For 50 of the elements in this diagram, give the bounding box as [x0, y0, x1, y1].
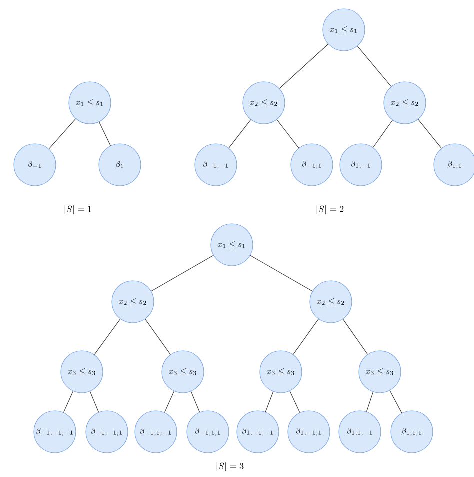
tree-node: $\beta_{-1,1,-1}$ [134, 410, 178, 454]
tree-node: $x_1 \leq s_1$ [322, 8, 366, 52]
connector-line [190, 391, 200, 413]
connector-line [98, 122, 112, 146]
connector-line [151, 255, 214, 292]
tree-node: $\beta_{1}$ [98, 144, 142, 186]
tree-node: $x_3 \leq s_3$ [260, 350, 302, 394]
connector-line [145, 319, 171, 355]
tree-node: $\beta_{-1}$ [14, 144, 56, 186]
tree-node: $\beta_{-1,1,1}$ [186, 410, 230, 454]
tree-node: $\beta_{1,-1}$ [340, 144, 382, 186]
connector-line [418, 119, 442, 149]
tree-node: $\beta_{1,-1,1}$ [288, 410, 330, 454]
connector-line [48, 118, 76, 150]
connector-line [90, 391, 100, 413]
tree-node: $\beta_{-1,-1}$ [194, 144, 238, 186]
tree-node: $x_2 \leq s_2$ [112, 280, 154, 324]
connector-line [390, 390, 402, 414]
tree-node: $\beta_{1,-1,-1}$ [236, 410, 280, 454]
connector-line [279, 44, 329, 89]
connector-line [342, 319, 368, 355]
connector-line [276, 120, 300, 148]
connector-line [164, 391, 175, 413]
connector-line [265, 392, 274, 412]
tree-node: $x_2 \leq s_2$ [242, 82, 286, 124]
tree-node: $x_3 \leq s_3$ [358, 350, 402, 394]
connector-line [94, 318, 121, 356]
tree-node: $\beta_{1,1,-1}$ [338, 410, 382, 454]
caption: $|S| = 2$ [316, 206, 344, 214]
tree-node: $x_2 \leq s_2$ [310, 280, 352, 324]
tree-node: $x_1 \leq s_1$ [210, 224, 254, 266]
connector-line [290, 391, 300, 413]
connector-line [373, 120, 393, 148]
caption: $|S| = 3$ [216, 462, 244, 472]
tree-node: $x_2 \leq s_2$ [384, 82, 426, 124]
tree-node: $\beta_{-1,-1,1}$ [86, 410, 128, 454]
tree-node: $\beta_{1,1,1}$ [390, 410, 434, 454]
connector-line [357, 46, 392, 87]
connector-line [366, 392, 374, 412]
connector-line [228, 120, 252, 148]
tree-node: $\beta_{-1,-1,-1}$ [34, 410, 76, 454]
tree-node: $\beta_{1,1}$ [434, 144, 474, 186]
connector-line [293, 319, 319, 355]
tree-node: $x_3 \leq s_3$ [60, 350, 104, 394]
tree-node: $x_1 \leq s_1$ [68, 82, 112, 124]
connector-line [63, 391, 74, 413]
tree-node: $x_3 \leq s_3$ [162, 350, 204, 394]
tree-node: $\beta_{-1,1}$ [290, 144, 334, 186]
caption: $|S| = 1$ [64, 206, 92, 214]
connector-line [250, 255, 313, 292]
